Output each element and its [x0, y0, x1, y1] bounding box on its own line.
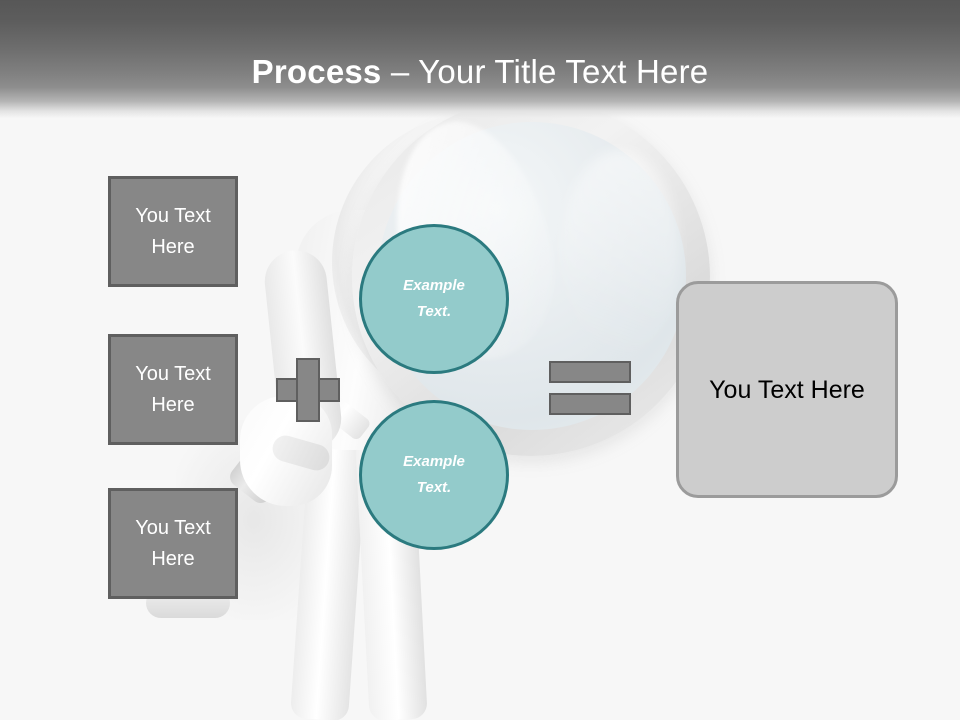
example-circle-1-line1: Example [403, 277, 465, 294]
input-box-1-line2: Here [151, 235, 195, 258]
input-box-3-text: You Text Here [135, 513, 211, 575]
input-box-2-line2: Here [151, 393, 195, 416]
input-box-1-text: You Text Here [135, 201, 211, 263]
input-box-1-line1: You Text [135, 204, 211, 227]
input-box-3-line2: Here [151, 547, 195, 570]
input-box-3-line1: You Text [135, 516, 211, 539]
input-box-1[interactable]: You Text Here [108, 176, 238, 287]
equals-icon [549, 361, 631, 415]
example-circle-1[interactable]: Example Text. [359, 224, 509, 374]
magnifier-gloss-secondary [560, 150, 680, 360]
result-box[interactable]: You Text Here [676, 281, 898, 498]
plus-icon-center-patch [298, 380, 318, 400]
input-box-2-line1: You Text [135, 362, 211, 385]
result-box-label: You Text Here [709, 375, 865, 404]
input-box-2[interactable]: You Text Here [108, 334, 238, 445]
page-title-strong: Process [251, 53, 382, 90]
example-circle-2-line1: Example [403, 453, 465, 470]
page-title-light: – Your Title Text Here [381, 53, 709, 90]
header-band [0, 0, 960, 118]
equals-icon-top-bar [549, 361, 631, 383]
equals-icon-bottom-bar [549, 393, 631, 415]
input-box-2-text: You Text Here [135, 359, 211, 421]
example-circle-1-line2: Text. [416, 303, 452, 320]
example-circle-2[interactable]: Example Text. [359, 400, 509, 550]
example-circle-2-text: Example Text. [403, 449, 465, 501]
example-circle-1-text: Example Text. [403, 273, 465, 325]
plus-icon [276, 358, 340, 422]
page-title: Process – Your Title Text Here [0, 52, 960, 92]
input-box-3[interactable]: You Text Here [108, 488, 238, 599]
example-circle-2-line2: Text. [416, 479, 452, 496]
